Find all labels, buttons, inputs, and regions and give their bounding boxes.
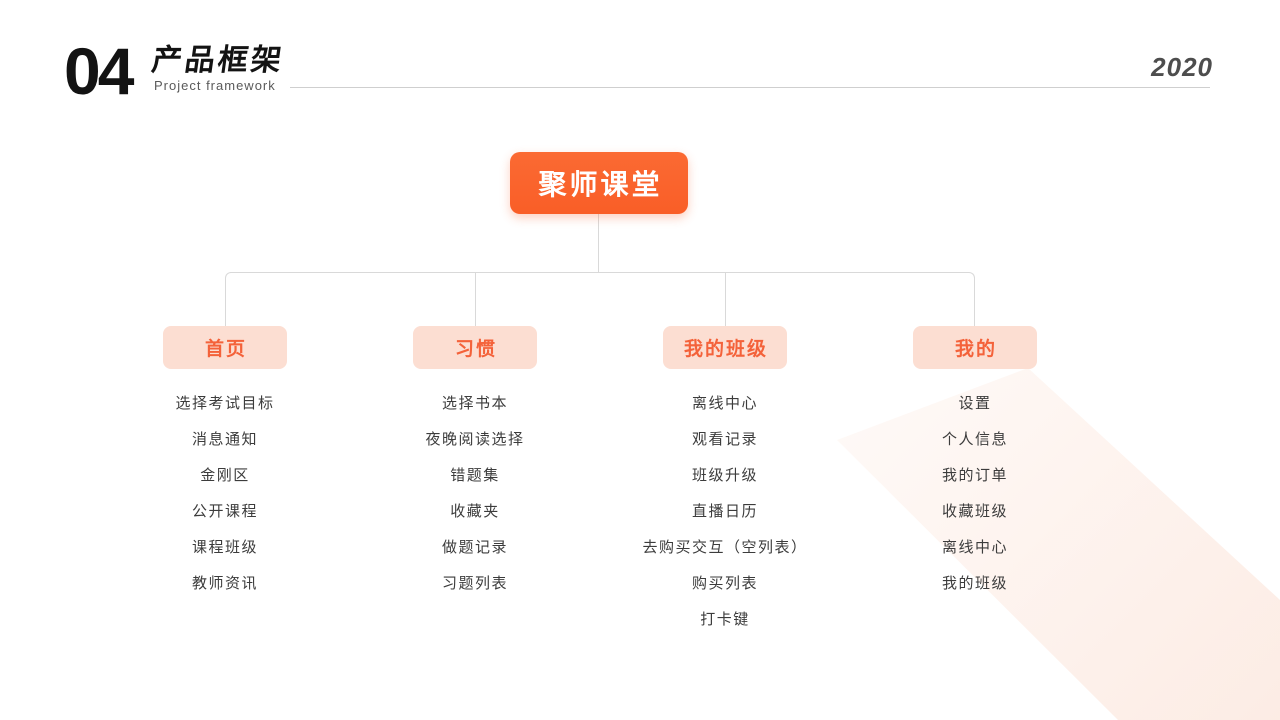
tree-branch-habit: 习惯 [413, 326, 537, 369]
tree-leaf-item: 课程班级 [191, 539, 258, 556]
tree-leaf-item: 金刚区 [200, 467, 250, 484]
year-label: 2020 [1151, 52, 1213, 82]
tree-branch-mine: 我的 [913, 326, 1037, 369]
tree-leaf-item: 收藏班级 [941, 503, 1008, 520]
tree-leaf-item: 错题集 [450, 467, 500, 484]
tree-leaf-item: 教师资讯 [191, 575, 258, 592]
tree-leaf-item: 离线中心 [691, 395, 758, 412]
tree-leaf-item: 公开课程 [191, 503, 258, 520]
tree-root-node: 聚师课堂 [510, 152, 688, 214]
tree-leaf-item: 做题记录 [441, 539, 508, 556]
connector-stub [725, 272, 726, 327]
leaf-column-mine: 设置个人信息我的订单收藏班级离线中心我的班级 [855, 386, 1095, 602]
tree-leaf-item: 班级升级 [691, 467, 758, 484]
section-number: 04 [64, 34, 134, 108]
tree-leaf-item: 购买列表 [691, 575, 758, 592]
tree-leaf-item: 选择书本 [441, 395, 508, 412]
tree-leaf-item: 习题列表 [441, 575, 508, 592]
leaf-column-home: 选择考试目标消息通知金刚区公开课程课程班级教师资讯 [105, 386, 345, 602]
tree-leaf-item: 离线中心 [941, 539, 1008, 556]
leaf-column-habit: 选择书本夜晚阅读选择错题集收藏夹做题记录习题列表 [355, 386, 595, 602]
tree-branch-my-class: 我的班级 [663, 326, 787, 369]
tree-leaf-item: 选择考试目标 [175, 395, 275, 412]
tree-leaf-item: 收藏夹 [450, 503, 500, 520]
tree-leaf-item: 打卡键 [700, 611, 750, 628]
header-divider [290, 87, 1210, 88]
tree-leaf-item: 我的班级 [941, 575, 1008, 592]
tree-leaf-item: 消息通知 [191, 431, 258, 448]
leaf-column-my-class: 离线中心观看记录班级升级直播日历去购买交互（空列表） 购买列表打卡键 [605, 386, 845, 638]
tree-leaf-item: 我的订单 [941, 467, 1008, 484]
connector-rail [225, 272, 975, 327]
page-subtitle: Project framework [154, 78, 276, 93]
tree-branch-home: 首页 [163, 326, 287, 369]
connector-stub [475, 272, 476, 327]
tree-leaf-item: 去购买交互（空列表） [642, 539, 808, 556]
tree-leaf-item: 设置 [958, 395, 992, 412]
tree-leaf-item: 夜晚阅读选择 [425, 431, 525, 448]
connector-root-stem [598, 214, 599, 272]
tree-leaf-item: 直播日历 [691, 503, 758, 520]
page-title: 产品框架 [149, 44, 287, 77]
tree-leaf-item: 个人信息 [941, 431, 1008, 448]
tree-leaf-item: 观看记录 [691, 431, 758, 448]
